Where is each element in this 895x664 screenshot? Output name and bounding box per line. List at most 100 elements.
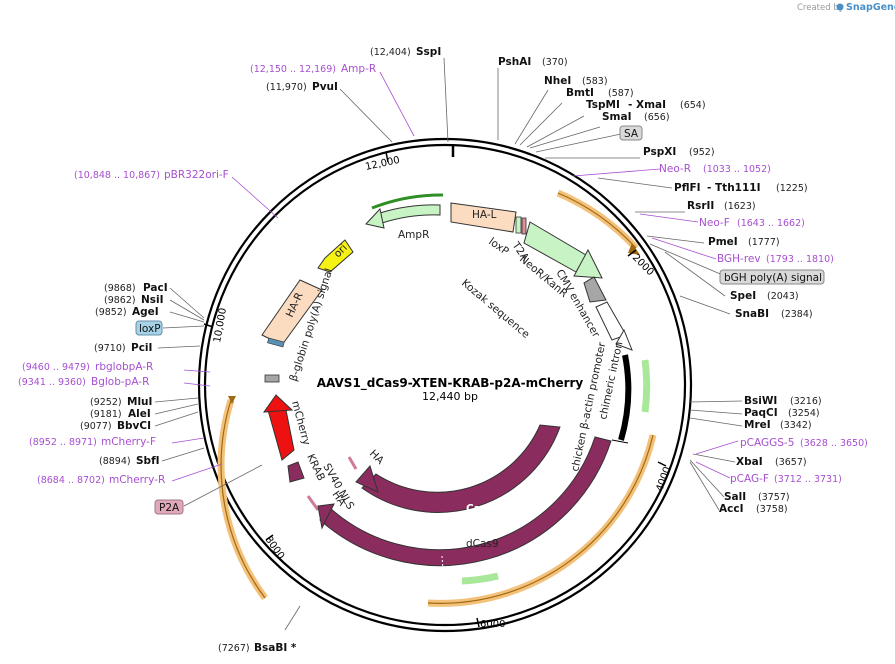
site-bbvci[interactable]: BbvCI xyxy=(117,420,151,432)
site-pmei[interactable]: PmeI xyxy=(708,236,738,248)
site-sali[interactable]: SalI xyxy=(724,491,746,503)
primer-pcag-f[interactable]: pCAG-F xyxy=(730,473,769,485)
backbone-inner-ring xyxy=(203,143,687,627)
tick-10000-mark xyxy=(203,323,214,328)
sa-box xyxy=(619,125,643,141)
loxp-box-label: loxP xyxy=(139,323,161,335)
chicken-promoter-feature xyxy=(618,354,632,441)
primer-mcherry-r[interactable]: mCherry-R xyxy=(109,474,165,486)
primer-mcherry-r-pos: (8684 .. 8702) xyxy=(37,475,105,486)
site-bmti[interactable]: BmtI xyxy=(566,87,594,99)
plasmid-name: AAVS1_dCas9-XTEN-KRAB-p2A-mCherry xyxy=(317,376,584,391)
site-alei-pos: (9181) xyxy=(90,409,122,420)
site-mlui[interactable]: MluI xyxy=(127,396,152,408)
green-arrow-bottom xyxy=(461,572,499,585)
site-spei[interactable]: SpeI xyxy=(730,290,756,302)
site-snabi-pos: (2384) xyxy=(781,309,813,320)
site-snabi[interactable]: SnaBI xyxy=(735,308,769,320)
orange-band-top-right xyxy=(556,189,639,251)
site-bsiwi[interactable]: BsiWI xyxy=(744,395,777,407)
tick-6000-mark xyxy=(476,617,480,628)
site-pshai[interactable]: PshAI xyxy=(498,56,531,68)
bglobin-feature xyxy=(264,374,280,383)
left-site-leaders xyxy=(154,57,449,631)
site-mrei[interactable]: MreI xyxy=(744,419,771,431)
loxp-box xyxy=(135,320,163,336)
site-tspmi[interactable]: TspMI xyxy=(586,99,620,111)
site-nsii-pos: (9862) xyxy=(104,295,136,306)
sv40-mark xyxy=(306,495,320,511)
site-tth111i[interactable]: - Tth111I xyxy=(707,182,761,194)
ampr-body xyxy=(379,204,441,224)
orange-band-top-right-core xyxy=(557,192,637,249)
tick-12000-mark xyxy=(385,151,389,163)
ori-feature xyxy=(317,239,354,273)
site-paci[interactable]: PacI xyxy=(143,282,168,294)
ha-l-label: HA-L xyxy=(472,209,497,221)
primer-mcherry-f[interactable]: mCherry-F xyxy=(101,436,156,448)
site-rsrii[interactable]: RsrII xyxy=(687,200,714,212)
site-sbfi[interactable]: SbfI xyxy=(136,455,160,467)
right-site-leaders xyxy=(497,68,743,511)
primer-neo-r-pos: (1033 .. 1052) xyxy=(703,164,771,175)
site-acci[interactable]: AccI xyxy=(719,503,743,515)
left-primer-leaders xyxy=(171,71,415,482)
mcherry-label: mCherry xyxy=(289,400,312,447)
primer-rbglob[interactable]: rbglobpA-R xyxy=(95,361,153,373)
primer-bglob[interactable]: Bglob-pA-R xyxy=(91,376,149,388)
site-bsabi[interactable]: BsaBI * xyxy=(254,642,297,654)
ha1-label: HA xyxy=(367,448,387,468)
site-paqci[interactable]: PaqCI xyxy=(744,407,778,419)
site-paqci-pos: (3254) xyxy=(788,408,820,419)
primer-amp-r-pos: (12,150 .. 12,169) xyxy=(250,64,336,75)
credit-brand: SnapGene xyxy=(846,2,895,13)
site-xbai[interactable]: XbaI xyxy=(736,456,763,468)
site-sspi[interactable]: SspI xyxy=(416,46,441,58)
primer-pcaggs-5-pos: (3628 .. 3650) xyxy=(800,438,868,449)
ampr-label: AmpR xyxy=(398,229,429,241)
tick-label-8000: 8000 xyxy=(263,534,287,561)
site-smai[interactable]: SmaI xyxy=(602,111,632,123)
primer-pcag-f-pos: (3712 .. 3731) xyxy=(774,474,842,485)
tick-2000-mark xyxy=(627,249,637,257)
cas9-head xyxy=(355,464,379,493)
site-pcii[interactable]: PciI xyxy=(131,342,152,354)
primer-bgh-rev[interactable]: BGH-rev xyxy=(717,253,761,265)
site-pspxi[interactable]: PspXI xyxy=(643,146,676,158)
primer-pbr322[interactable]: pBR322ori-F xyxy=(164,169,229,181)
primer-neo-f[interactable]: Neo-F xyxy=(699,217,730,229)
primer-neo-r[interactable]: Neo-R xyxy=(659,163,691,175)
right-primer-leaders xyxy=(572,168,739,479)
tick-label-2000: 2000 xyxy=(630,252,656,278)
loxp-feature xyxy=(521,217,527,235)
neo-head xyxy=(573,248,603,279)
kozak-label: Kozak sequence xyxy=(459,277,532,341)
site-pflfi[interactable]: PflFI xyxy=(674,182,701,194)
site-nhei[interactable]: NheI xyxy=(544,75,571,87)
credit-created-by: Created by xyxy=(797,3,844,13)
site-agei[interactable]: AgeI xyxy=(132,306,159,318)
plasmid-size: 12,440 bp xyxy=(422,390,478,403)
primer-rbglob-pos: (9460 .. 9479) xyxy=(22,362,90,373)
site-rsrii-pos: (1623) xyxy=(724,201,756,212)
cas9-label: Cas9 xyxy=(466,503,494,515)
site-paci-pos: (9868) xyxy=(104,283,136,294)
dcas9-head xyxy=(317,503,335,530)
site-spei-pos: (2043) xyxy=(767,291,799,302)
primer-amp-r[interactable]: Amp-R xyxy=(341,63,376,75)
t2a-feature xyxy=(515,216,522,234)
site-xmai[interactable]: - XmaI xyxy=(628,99,666,111)
p2a-box-label: P2A xyxy=(159,502,180,514)
site-bbvci-pos: (9077) xyxy=(80,421,112,432)
site-alei[interactable]: AleI xyxy=(128,408,151,420)
tick-label-6000: 6000 xyxy=(480,619,505,630)
site-nsii[interactable]: NsiI xyxy=(141,294,164,306)
site-sali-pos: (3757) xyxy=(758,492,790,503)
site-pvui[interactable]: PvuI xyxy=(312,81,338,93)
primer-pcaggs-5[interactable]: pCAGGS-5 xyxy=(740,437,794,449)
primer-bgh-rev-pos: (1793 .. 1810) xyxy=(766,254,834,265)
p2a-leader xyxy=(183,464,263,507)
site-acci-pos: (3758) xyxy=(756,504,788,515)
cas9-feature xyxy=(361,424,561,513)
site-pvui-pos: (11,970) xyxy=(266,82,307,93)
